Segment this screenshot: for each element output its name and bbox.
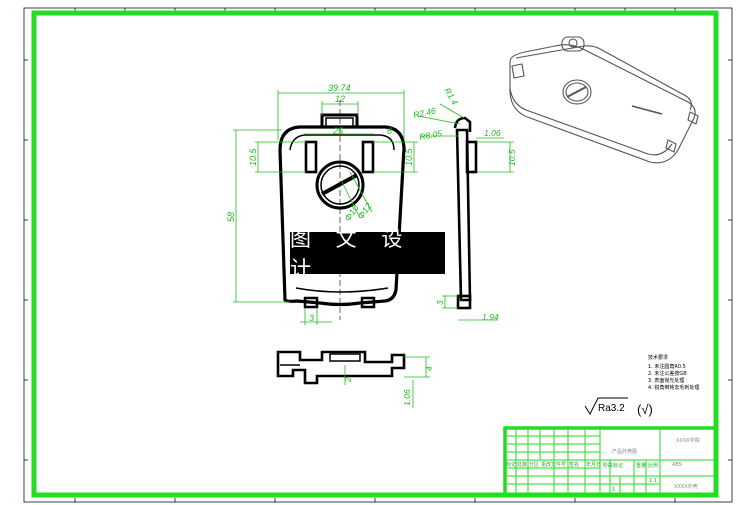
drawing-frame [31, 10, 719, 498]
tb-company: XXXX学院 [676, 437, 700, 444]
tb-hdr-zone: 分区 [529, 461, 539, 468]
tb-hdr-date: 年月日 [586, 461, 601, 468]
dim-side-bottom-height: 3 [435, 300, 445, 305]
dim-front-width: 39.74 [328, 83, 351, 93]
dim-bottom-h2: 4 [424, 366, 434, 371]
bottom-view [276, 350, 406, 385]
tb-weight-header: 重量 [636, 462, 646, 469]
side-dimensions [417, 103, 514, 321]
tb-hdr-mark: 标记 [506, 461, 516, 468]
notes-title: 技术要求 [648, 354, 668, 361]
notes-line-1: 1. 未注圆角R0.5 [648, 363, 686, 370]
tb-scale: 1:1 [649, 478, 657, 484]
dim-tab-width: 12 [335, 94, 345, 104]
dim-bottom-width: 3 [309, 313, 314, 323]
tb-stage-header: 阶段标记 [603, 462, 623, 469]
dim-height-right: 10.5 [404, 147, 414, 166]
bottom-dimensions [344, 356, 430, 408]
dim-side-height: 10.5 [507, 149, 517, 166]
tb-part-name: 产品外壳图 [612, 448, 637, 455]
dim-side-r3: R8.05 [419, 128, 443, 142]
roughness-value: Ra3.2 [598, 403, 625, 414]
side-dim-text: R2.46 R1.4 R8.05 1.06 10.5 3 1.94 [412, 86, 517, 322]
tb-scale-header: 比例 [648, 462, 658, 469]
tb-drawing-no: XXXX外壳 [674, 483, 698, 490]
dim-slot-right: 6 [387, 126, 392, 136]
dim-side-r1: R2.46 [412, 105, 437, 120]
notes-line-2: 2. 未注公差按GB [648, 370, 687, 377]
tb-material: ABS [672, 462, 682, 468]
front-dim-text: 39.74 12 25 6 10.5 10.5 58 Φ12 Φ10 3 [226, 83, 414, 323]
tech-notes: 技术要求 1. 未注圆角R0.5 2. 未注公差按GB 3. 表面抛光处理 4.… [648, 354, 699, 391]
dim-bottom-height: 1.06 [402, 389, 412, 406]
tb-hdr-count: 处数 [517, 461, 527, 468]
title-block: 产品外壳图 XXXX学院 ABS XXXX外壳 阶段标记 重量 比例 1:1 1… [503, 426, 718, 497]
tb-hdr-change: 更改文件号 [541, 461, 566, 468]
dim-side-bottom-width: 1.94 [482, 312, 499, 322]
notes-line-3: 3. 表面抛光处理 [648, 377, 684, 384]
side-view [453, 116, 478, 310]
roughness-symbol: Ra3.2 (√) [584, 397, 653, 417]
front-view [278, 100, 406, 320]
tb-hdr-sign: 签名 [569, 461, 579, 468]
outer-border [23, 7, 733, 503]
dim-inner-width: 25 [332, 126, 344, 136]
isometric-view [509, 36, 699, 164]
front-dimensions [233, 90, 418, 325]
roughness-check: (√) [637, 402, 653, 417]
dim-height-left: 10.5 [248, 147, 258, 166]
dim-bottom-r: 2 [343, 377, 353, 383]
overlay-watermark-label: 图 文 设 计 [290, 227, 445, 281]
dim-overall-height: 58 [226, 212, 236, 222]
dim-side-r2: R1.4 [442, 86, 460, 107]
notes-line-4: 4. 锐角倒钝去毛刺处理 [648, 384, 699, 391]
dim-side-thickness: 1.06 [484, 128, 501, 138]
tb-sheet: 1 [612, 487, 615, 493]
bottom-dim-text: 4 1.06 2 [343, 366, 434, 406]
